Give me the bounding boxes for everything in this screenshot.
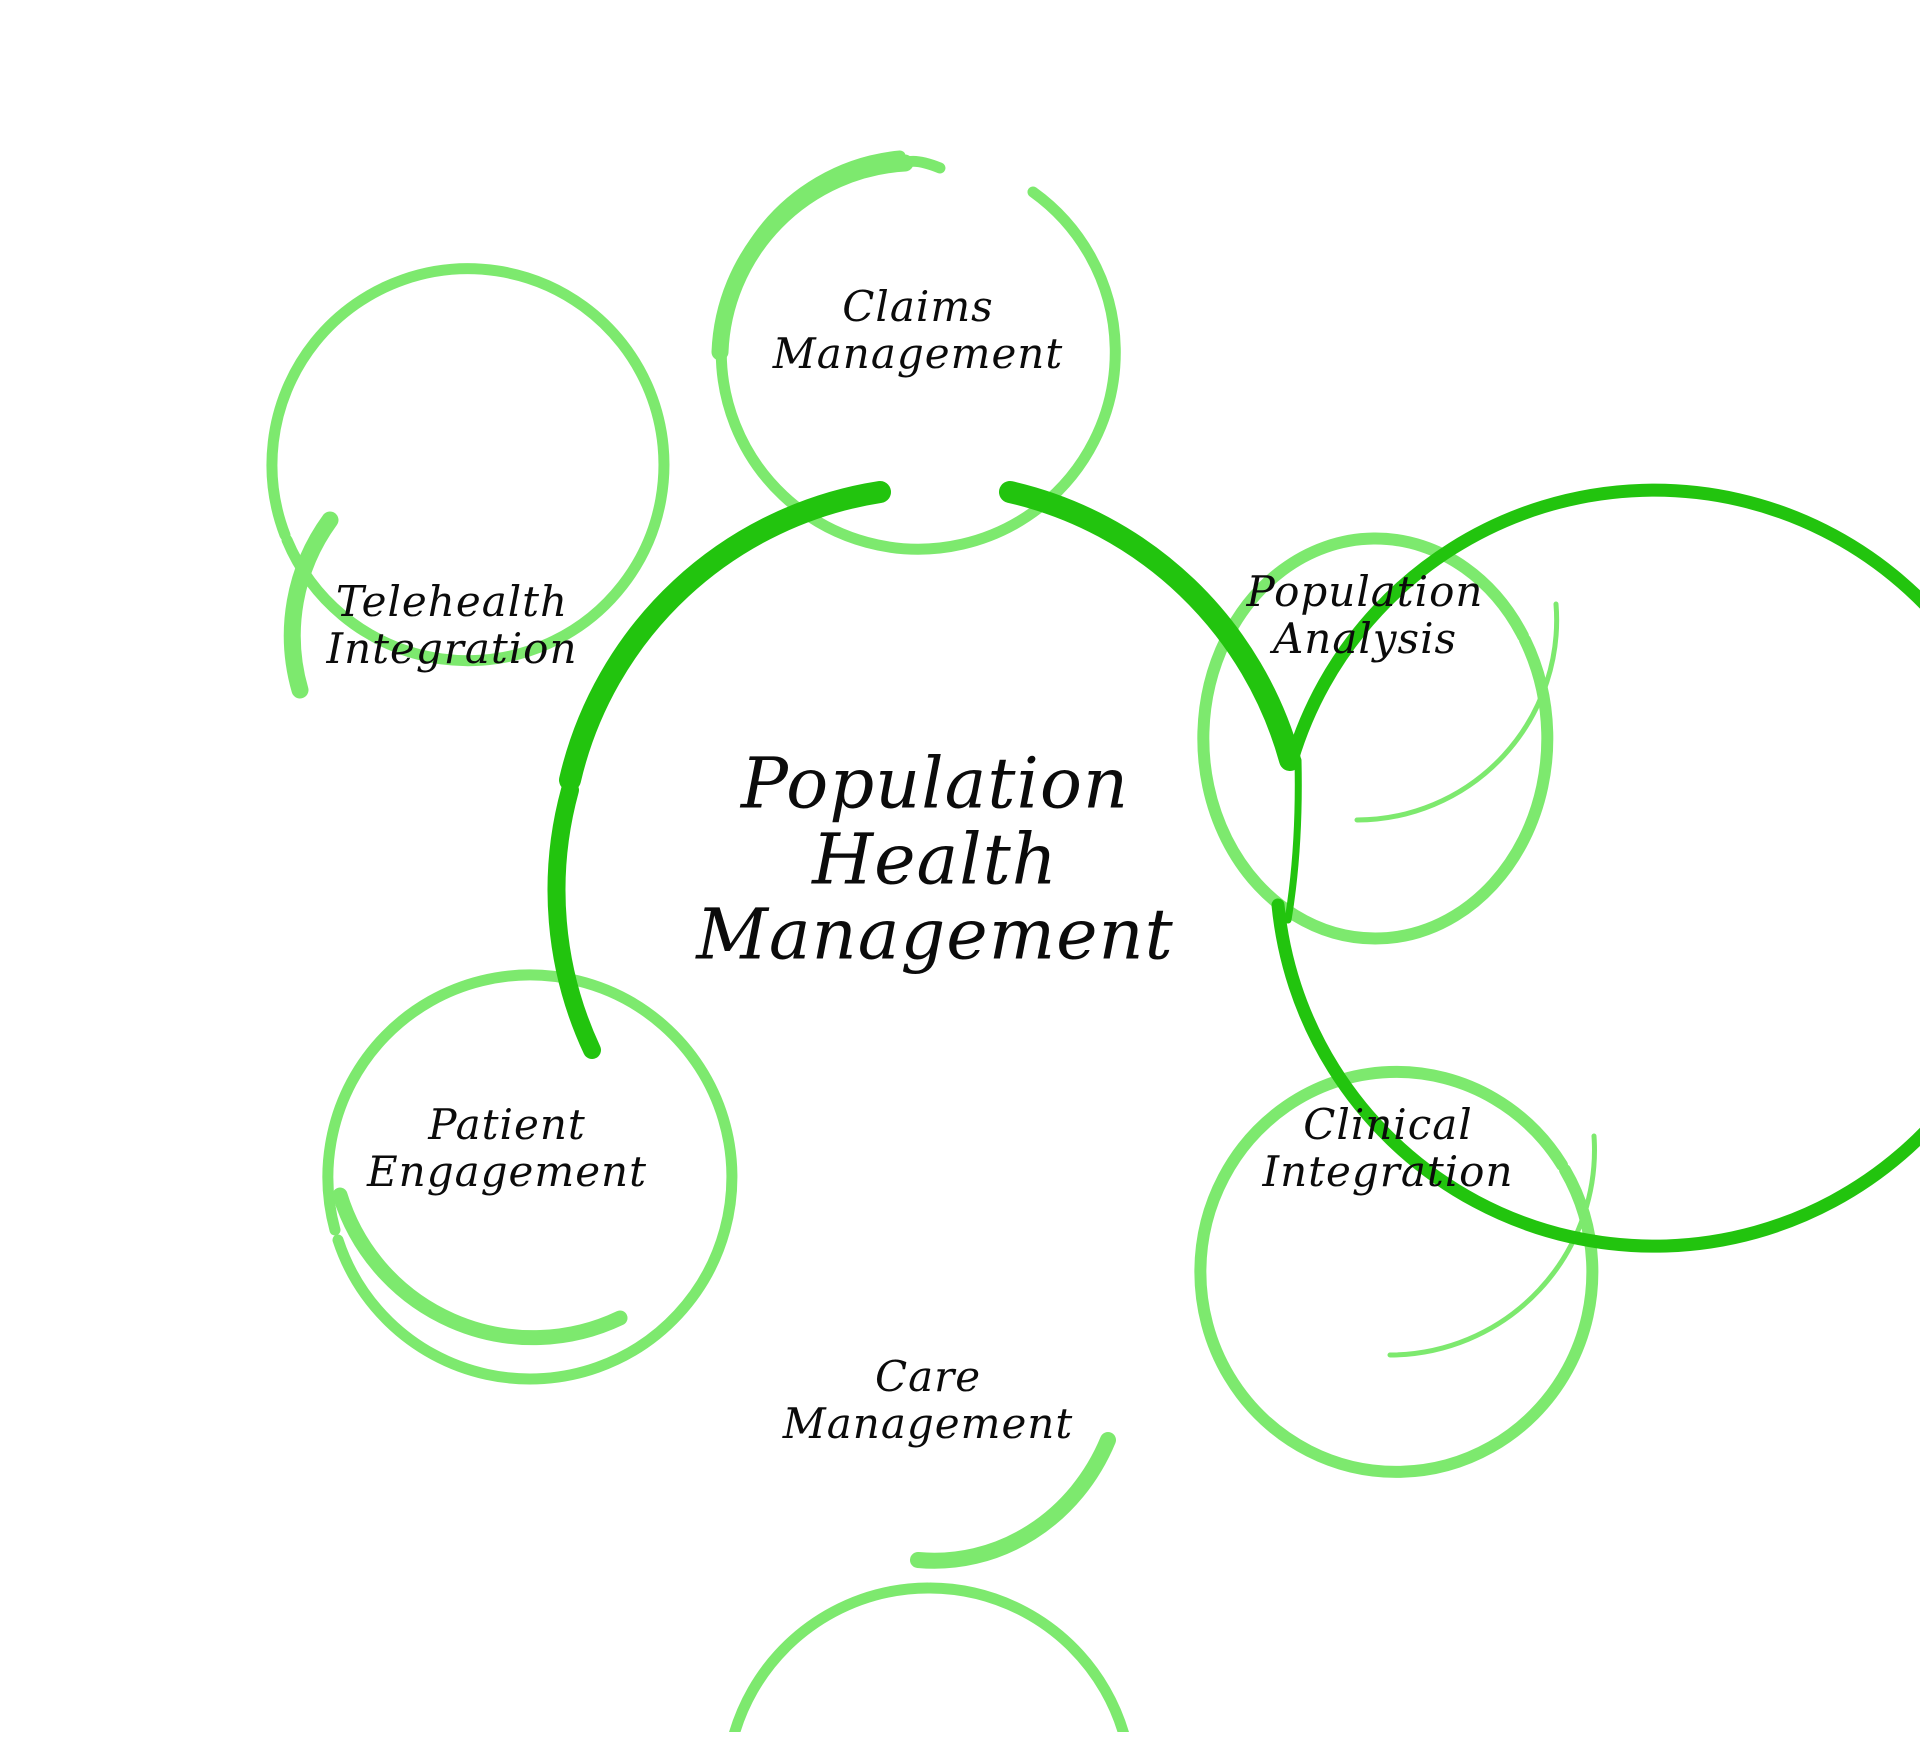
satellite-ring-clinical-integration bbox=[1194, 1065, 1599, 1478]
hub-label: Population Health Management bbox=[696, 742, 1174, 976]
satellite-label-line: Management bbox=[772, 329, 1064, 378]
satellite-ring-claims bbox=[711, 150, 1121, 555]
hub-label-line-1: Population bbox=[740, 742, 1130, 825]
satellite-ring-telehealth-integration bbox=[266, 263, 670, 699]
satellite-label-line: Care bbox=[874, 1351, 982, 1401]
satellite-label-line: Population bbox=[1246, 566, 1484, 616]
satellite-label-claims: Claims Management bbox=[773, 283, 1064, 377]
satellite-label-clinical-integration: Clinical Integration bbox=[1262, 1101, 1513, 1195]
hub-ring bbox=[547, 481, 1920, 1253]
satellite-label-line: Integration bbox=[1262, 1147, 1514, 1196]
satellite-label-population-analysis: Population Analysis bbox=[1247, 568, 1484, 662]
satellite-label-patient-engagement: Patient Engagement bbox=[367, 1101, 647, 1195]
satellite-label-line: Claims bbox=[842, 281, 994, 331]
satellite-label-line: Patient bbox=[428, 1099, 586, 1149]
satellite-label-line: Analysis bbox=[1272, 614, 1458, 663]
satellite-label-line: Engagement bbox=[367, 1147, 647, 1196]
satellite-label-line: Telehealth bbox=[335, 576, 569, 626]
satellite-label-line: Management bbox=[782, 1399, 1074, 1448]
satellite-label-telehealth-integration: Telehealth Integration bbox=[326, 578, 577, 672]
satellite-label-line: Integration bbox=[326, 624, 578, 673]
satellite-label-care-management: Care Management bbox=[783, 1353, 1074, 1447]
satellite-ring-patient-engagement bbox=[322, 969, 738, 1385]
satellite-ring-population-analysis bbox=[1197, 532, 1560, 945]
hub-label-line-2: Health bbox=[812, 818, 1058, 901]
satellite-ring-care-management bbox=[727, 1432, 1131, 1737]
satellite-label-line: Clinical bbox=[1303, 1099, 1473, 1149]
hub-label-line-3: Management bbox=[696, 893, 1174, 976]
